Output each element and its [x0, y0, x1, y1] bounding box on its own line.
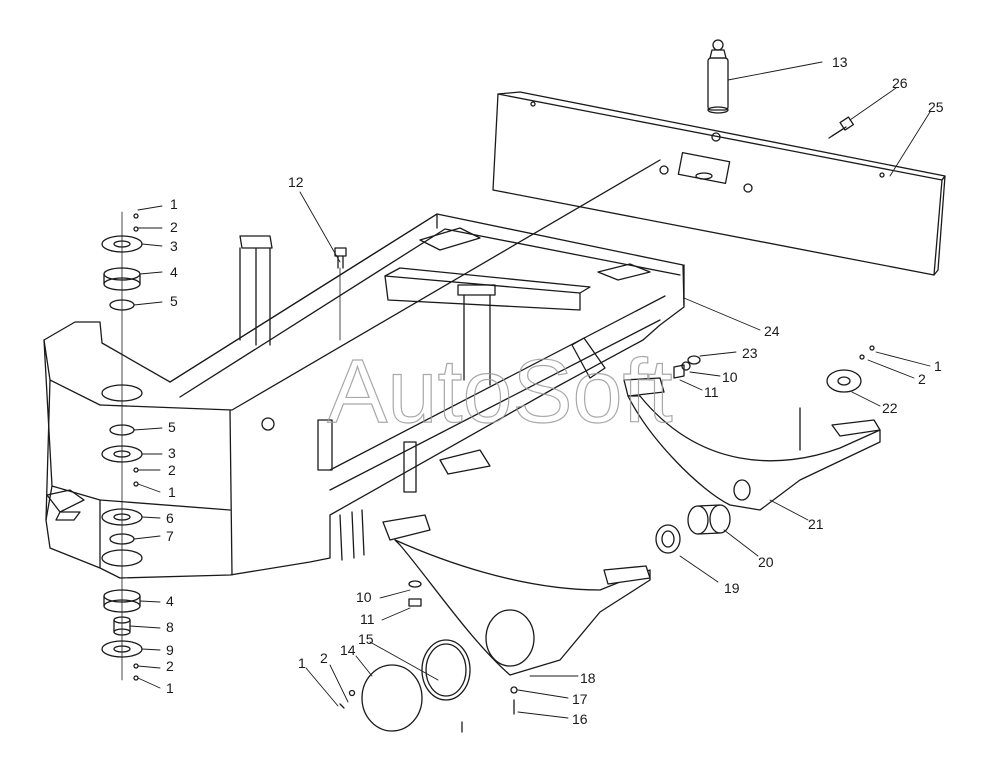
callout-11-lower: 11 [360, 611, 375, 627]
washer-nut-upper [673, 355, 701, 379]
callout-4-left-a: 4 [170, 264, 178, 280]
callout-24: 24 [764, 323, 780, 339]
main-frame [43, 159, 685, 579]
counterweight-beam [492, 91, 946, 276]
callout-labels: 13 26 25 12 24 23 10 11 1 2 22 21 20 19 … [166, 54, 944, 727]
callout-1-left-c: 1 [166, 680, 174, 696]
callout-21: 21 [808, 516, 824, 532]
callout-6: 6 [166, 510, 174, 526]
callout-2-left-b: 2 [168, 462, 176, 478]
callout-7: 7 [166, 528, 174, 544]
callout-18: 18 [580, 670, 596, 686]
callout-15: 15 [358, 631, 374, 647]
callout-10-lower: 10 [356, 589, 372, 605]
callout-20: 20 [758, 554, 774, 570]
watermark: AutoSoft [327, 342, 672, 442]
leader-lines [129, 61, 931, 719]
callout-3-left-b: 3 [168, 445, 176, 461]
ring-15 [421, 639, 471, 701]
callout-2-left-a: 2 [170, 219, 178, 235]
callout-10-upper: 10 [722, 369, 738, 385]
callout-14: 14 [340, 642, 356, 658]
callout-3-left-a: 3 [170, 238, 178, 254]
cover-plate-14 [361, 664, 423, 732]
fasteners-16-17 [510, 686, 518, 715]
callout-5-left-a: 5 [170, 293, 178, 309]
right-swing-arm [623, 369, 881, 511]
washer-nut-lower [408, 580, 422, 607]
callout-1-left-b: 1 [168, 484, 176, 500]
callout-19: 19 [724, 580, 740, 596]
fasteners-22 [859, 345, 875, 360]
callout-4-left-b: 4 [166, 593, 174, 609]
bushing-20 [687, 504, 731, 535]
callout-2-lower: 2 [320, 650, 328, 666]
lifting-pin [707, 39, 729, 114]
fasteners-1-2-lower [339, 689, 463, 733]
callout-2-left-c: 2 [166, 658, 174, 674]
callout-9: 9 [166, 642, 174, 658]
callout-22: 22 [882, 400, 898, 416]
callout-2-right: 2 [918, 371, 926, 387]
callout-8: 8 [166, 619, 174, 635]
callout-23: 23 [742, 345, 758, 361]
callout-1-lower: 1 [298, 655, 306, 671]
callout-26: 26 [892, 75, 908, 91]
bolt-26 [828, 116, 855, 139]
callout-25: 25 [928, 99, 944, 115]
callout-17: 17 [572, 691, 588, 707]
left-swing-arm [382, 514, 651, 676]
callout-5-left-b: 5 [168, 419, 176, 435]
callout-1-left-a: 1 [170, 196, 178, 212]
callout-13: 13 [832, 54, 848, 70]
callout-11-upper: 11 [704, 384, 719, 400]
callout-16: 16 [572, 711, 588, 727]
callout-12: 12 [288, 174, 304, 190]
seal-19 [655, 524, 681, 554]
callout-1-right: 1 [934, 358, 942, 374]
